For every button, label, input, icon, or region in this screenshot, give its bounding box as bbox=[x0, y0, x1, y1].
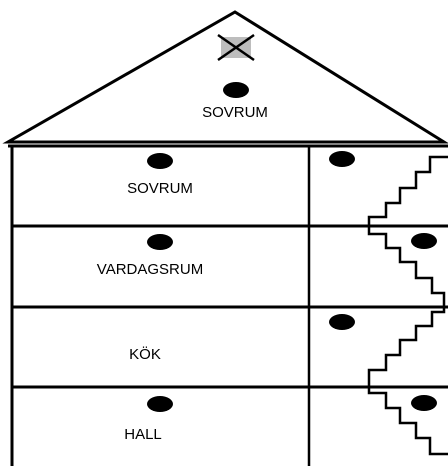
room-label-second-floor: VARDAGSRUM bbox=[96, 261, 204, 278]
marker-icon bbox=[223, 82, 249, 98]
marker-icon bbox=[329, 314, 355, 330]
marker-icon bbox=[329, 151, 355, 167]
roof-outline bbox=[2, 10, 448, 144]
crossed-marker-icon bbox=[217, 33, 255, 62]
marker-icon bbox=[411, 395, 437, 411]
marker-icon bbox=[411, 233, 437, 249]
room-label-attic: SOVRUM bbox=[202, 104, 268, 121]
marker-icon bbox=[147, 153, 173, 169]
room-label-upper-floor: SOVRUM bbox=[127, 180, 193, 197]
marker-icon bbox=[147, 396, 173, 412]
staircase-icon bbox=[367, 155, 448, 456]
marker-icon bbox=[147, 234, 173, 250]
room-label-first-floor: KÖK bbox=[129, 346, 161, 363]
room-label-ground-floor: HALL bbox=[124, 426, 162, 443]
